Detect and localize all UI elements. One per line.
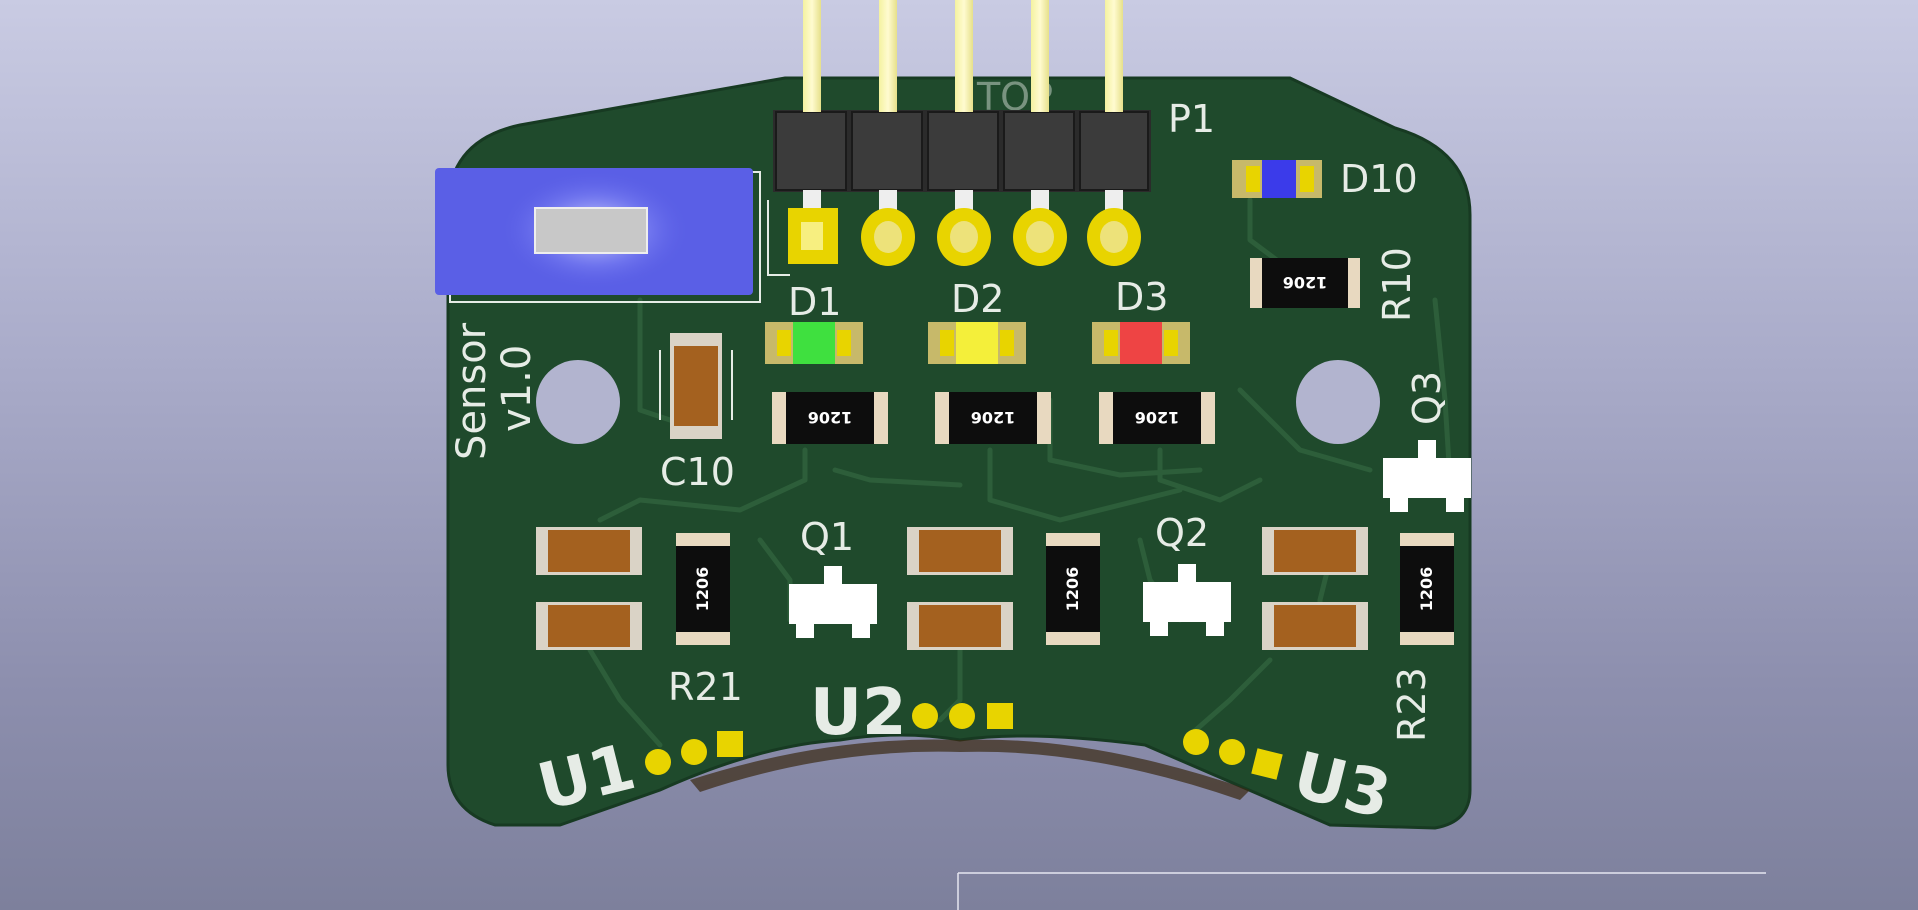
resistor-marking: 1206	[1417, 567, 1436, 612]
led-d3[interactable]	[1092, 322, 1190, 364]
switch-actuator[interactable]	[534, 207, 648, 254]
resistor-marking: 1206	[808, 408, 853, 427]
capacitor-c10[interactable]	[659, 333, 733, 439]
label-q2: Q2	[1155, 511, 1209, 555]
slide-switch[interactable]	[435, 168, 761, 303]
capacitor-u3-top[interactable]	[1262, 527, 1368, 575]
label-d1: D1	[788, 280, 841, 324]
label-d3: D3	[1115, 275, 1168, 319]
mounting-hole-icon	[1296, 360, 1380, 444]
mounting-hole-icon	[536, 360, 620, 444]
resistor-r22[interactable]: 1206	[1046, 533, 1100, 645]
transistor-q2[interactable]	[1143, 564, 1231, 636]
label-p1: P1	[1168, 97, 1215, 141]
pin-header-p1[interactable]	[767, 0, 1151, 276]
resistor-d2-series[interactable]: 1206	[935, 392, 1051, 444]
label-d10: D10	[1340, 157, 1418, 201]
resistor-marking: 1206	[1283, 273, 1328, 292]
resistor-marking: 1206	[971, 408, 1016, 427]
capacitor-u1-bottom[interactable]	[536, 602, 642, 650]
sensor-u2-pads[interactable]	[912, 703, 1013, 729]
label-r23: R23	[1390, 667, 1434, 742]
label-u2: U2	[810, 676, 907, 750]
capacitor-u2-bottom[interactable]	[907, 602, 1013, 650]
resistor-r10[interactable]: 1206	[1250, 258, 1360, 308]
transistor-q3[interactable]	[1383, 440, 1471, 512]
label-r21: R21	[668, 665, 743, 709]
resistor-d1-series[interactable]: 1206	[772, 392, 888, 444]
led-d1[interactable]	[765, 322, 863, 364]
resistor-marking: 1206	[693, 567, 712, 612]
capacitor-u2-top[interactable]	[907, 527, 1013, 575]
resistor-r21[interactable]: 1206	[676, 533, 730, 645]
resistor-r23[interactable]: 1206	[1400, 533, 1454, 645]
led-d10[interactable]	[1232, 160, 1322, 198]
label-q3: Q3	[1405, 371, 1449, 425]
resistor-marking: 1206	[1135, 408, 1180, 427]
capacitor-u3-bottom[interactable]	[1262, 602, 1368, 650]
board-label-line2: v1.0	[494, 345, 540, 432]
sensor-u1-pads[interactable]	[645, 731, 743, 775]
board-edge	[690, 739, 1250, 800]
resistor-d3-series[interactable]: 1206	[1099, 392, 1215, 444]
label-q1: Q1	[800, 515, 854, 559]
board-label-line1: Sensor	[449, 322, 495, 460]
led-d2[interactable]	[928, 322, 1026, 364]
sensor-u3-pads[interactable]	[1183, 729, 1283, 780]
label-r10: R10	[1375, 247, 1419, 322]
resistor-marking: 1206	[1063, 567, 1082, 612]
transistor-q1[interactable]	[789, 566, 877, 638]
label-d2: D2	[951, 277, 1004, 321]
capacitor-u1-top[interactable]	[536, 527, 642, 575]
label-c10: C10	[660, 450, 735, 494]
